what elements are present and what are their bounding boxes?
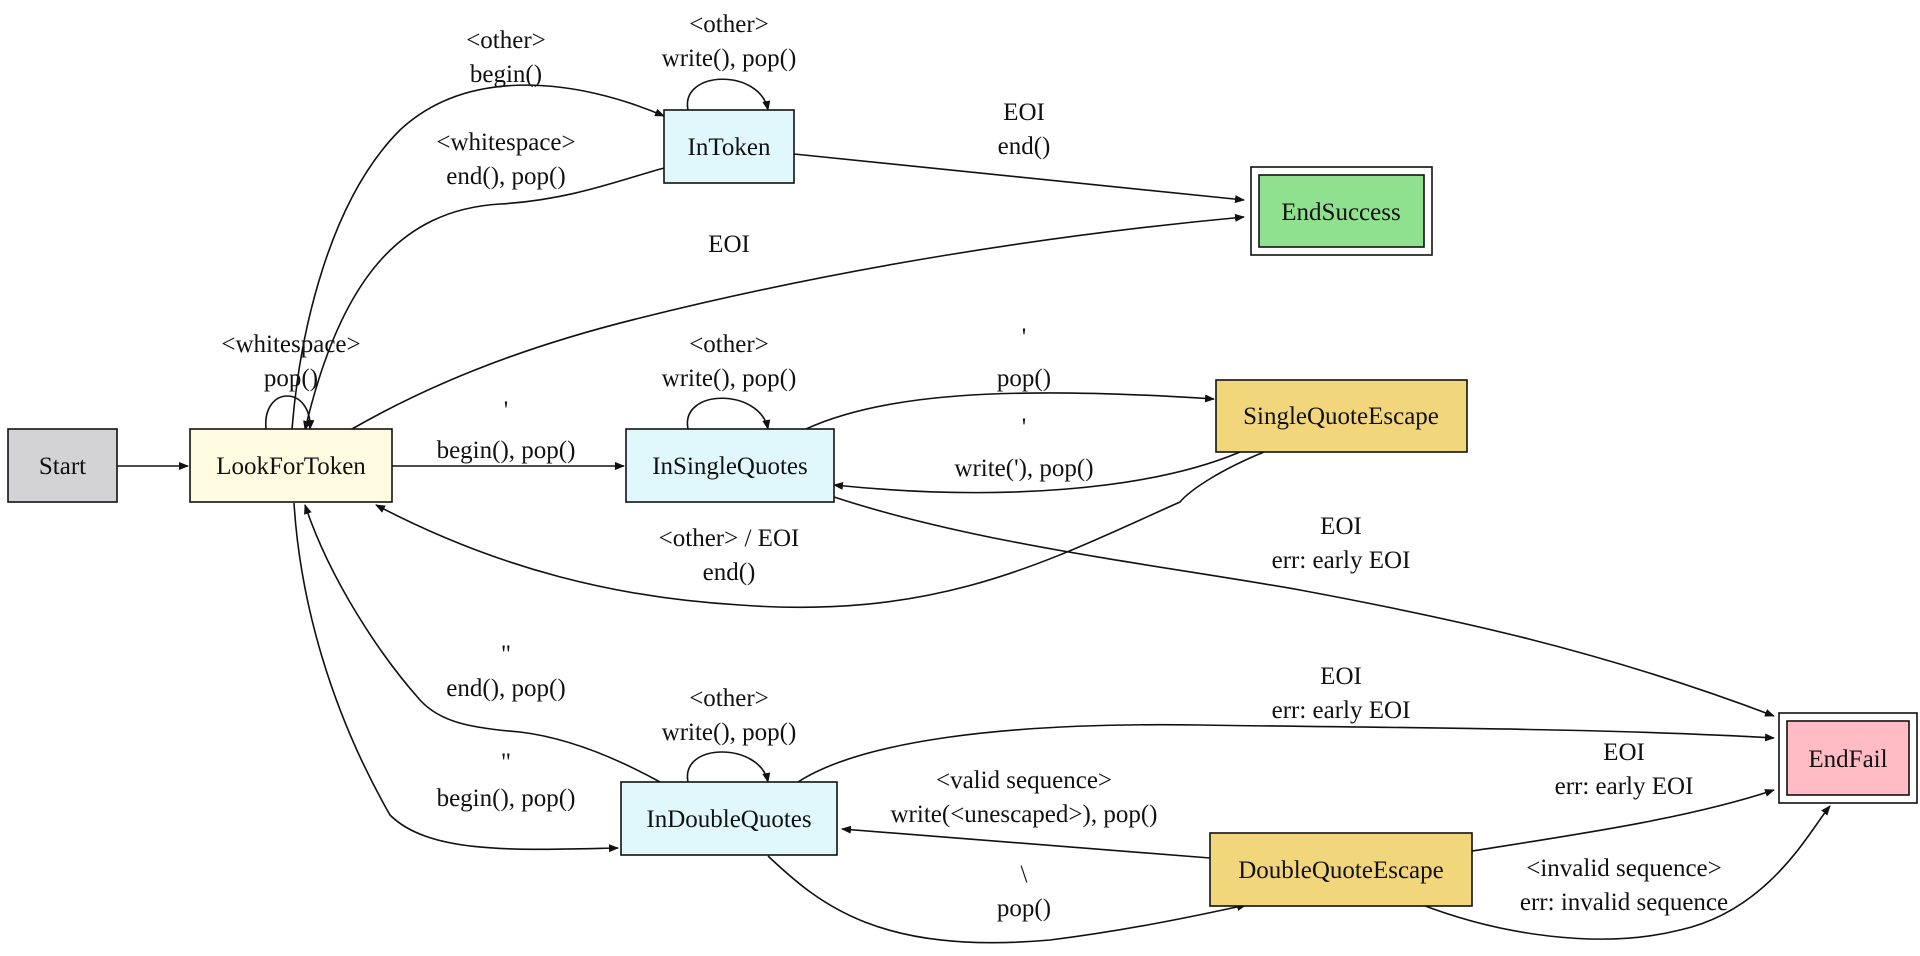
- node-insinglequotes-label: InSingleQuotes: [652, 453, 808, 480]
- node-lookfortoken-box: [189, 428, 393, 503]
- edge-doublequoteescape-to-endfail-invalid: [1419, 805, 1831, 940]
- label-dqesc-endfail-eoi-line2: err: early EOI: [1555, 773, 1694, 800]
- node-intoken-box: [663, 109, 795, 184]
- node-lookfortoken-label: LookForToken: [216, 453, 366, 480]
- label-lookfortoken-insinglequotes-line1: ': [504, 397, 509, 424]
- edge-lookfortoken-to-intoken: [291, 84, 665, 430]
- node-endsuccess-box: [1258, 174, 1425, 248]
- label-intoken-endsuccess-line2: end(): [998, 133, 1051, 160]
- node-endfail-label: EndFail: [1808, 746, 1887, 773]
- edge-labels: <other> begin() <other> write(), pop() <…: [221, 11, 1728, 922]
- label-indoublequotes-lookfortoken-line1: ": [501, 641, 511, 668]
- node-endsuccess-label: EndSuccess: [1281, 199, 1400, 226]
- edge-singlequoteescape-to-insinglequotes: [833, 451, 1241, 494]
- label-indoublequotes-dqesc-line1: \: [1021, 861, 1028, 888]
- node-indoublequotes-label: InDoubleQuotes: [646, 806, 811, 833]
- label-lookfortoken-insinglequotes-line2: begin(), pop(): [437, 437, 576, 464]
- label-lookfortoken-self-line1: <whitespace>: [221, 331, 360, 358]
- node-intoken-label: InToken: [688, 134, 771, 161]
- label-dqesc-indoublequotes-line1: <valid sequence>: [936, 767, 1112, 794]
- edge-indoublequotes-to-doublequoteescape: [767, 855, 1247, 944]
- edge-insinglequotes-self-loop: [686, 397, 771, 430]
- label-intoken-lookfortoken-line2: end(), pop(): [446, 163, 565, 190]
- label-insinglequotes-endfail-line2: err: early EOI: [1272, 547, 1411, 574]
- label-indoublequotes-lookfortoken-line2: end(), pop(): [446, 675, 565, 702]
- edge-intoken-to-lookfortoken: [303, 167, 665, 431]
- node-doublequoteescape[interactable]: DoubleQuoteEscape: [1209, 832, 1473, 907]
- edge-intoken-to-endsuccess: [793, 153, 1245, 204]
- edge-singlequoteescape-to-lookfortoken: [375, 451, 1265, 609]
- label-indoublequotes-self-line1: <other>: [689, 685, 769, 712]
- label-indoublequotes-self-line2: write(), pop(): [662, 719, 797, 746]
- label-singlequoteescape-insinglequotes-line1: ': [1022, 414, 1027, 441]
- label-dqesc-endfail-invalid-line2: err: invalid sequence: [1520, 889, 1728, 916]
- label-dqesc-indoublequotes-line2: write(<unescaped>), pop(): [891, 801, 1158, 828]
- label-indoublequotes-endfail-line2: err: early EOI: [1272, 697, 1411, 724]
- node-start[interactable]: Start: [7, 428, 118, 503]
- label-dqesc-endfail-eoi-line1: EOI: [1603, 739, 1645, 766]
- label-singlequoteescape-insinglequotes-line2: write('), pop(): [954, 455, 1093, 482]
- edge-intoken-self-loop: [686, 78, 771, 111]
- label-intoken-endsuccess-line1: EOI: [1003, 99, 1045, 126]
- edge-insinglequotes-to-singlequoteescape: [805, 392, 1215, 430]
- node-singlequoteescape-label: SingleQuoteEscape: [1243, 403, 1439, 430]
- node-indoublequotes-box: [620, 781, 838, 856]
- label-insinglequotes-singlequoteescape-line2: pop(): [997, 365, 1051, 392]
- label-insinglequotes-self-line1: <other>: [689, 331, 769, 358]
- node-intoken[interactable]: InToken: [663, 109, 795, 184]
- node-endfail-box: [1786, 720, 1910, 796]
- label-lookfortoken-intoken-line2: begin(): [470, 61, 542, 88]
- node-lookfortoken[interactable]: LookForToken: [189, 428, 393, 503]
- node-singlequoteescape[interactable]: SingleQuoteEscape: [1215, 379, 1468, 453]
- nodes: Start LookForToken InToken InSingleQuote…: [7, 109, 1918, 907]
- edge-indoublequotes-self-loop: [686, 751, 771, 783]
- node-indoublequotes[interactable]: InDoubleQuotes: [620, 781, 838, 856]
- label-lookfortoken-intoken-line1: <other>: [466, 27, 546, 54]
- label-indoublequotes-dqesc-line2: pop(): [997, 895, 1051, 922]
- edges: [117, 78, 1831, 944]
- edge-lookfortoken-to-indoublequotes: [293, 502, 619, 853]
- label-singlequoteescape-lookfortoken-line1: <other> / EOI: [659, 525, 800, 552]
- node-insinglequotes-box: [625, 428, 835, 503]
- label-lookfortoken-indoublequotes-line1: ": [501, 749, 511, 776]
- label-insinglequotes-endfail-line1: EOI: [1320, 513, 1362, 540]
- node-start-box: [7, 428, 118, 503]
- edge-lookfortoken-to-endsuccess: [351, 213, 1245, 430]
- label-dqesc-endfail-invalid-line1: <invalid sequence>: [1526, 855, 1722, 882]
- label-intoken-lookfortoken-line1: <whitespace>: [436, 129, 575, 156]
- node-start-label: Start: [39, 453, 86, 480]
- label-indoublequotes-endfail-line1: EOI: [1320, 663, 1362, 690]
- edge-insinglequotes-to-endfail: [833, 496, 1775, 717]
- node-doublequoteescape-label: DoubleQuoteEscape: [1238, 857, 1443, 884]
- label-insinglequotes-self-line2: write(), pop(): [662, 365, 797, 392]
- label-insinglequotes-singlequoteescape-line1: ': [1022, 324, 1027, 351]
- node-insinglequotes[interactable]: InSingleQuotes: [625, 428, 835, 503]
- node-doublequoteescape-box: [1209, 832, 1473, 907]
- edge-doublequoteescape-to-endfail: [1471, 789, 1775, 852]
- label-intoken-self-line2: write(), pop(): [662, 45, 797, 72]
- label-intoken-self-line1: <other>: [689, 11, 769, 38]
- edge-indoublequotes-to-lookfortoken: [304, 504, 661, 783]
- edge-indoublequotes-to-endfail: [797, 723, 1775, 783]
- label-lookfortoken-endsuccess: EOI: [708, 231, 750, 258]
- edge-lookfortoken-self-loop: [265, 395, 315, 430]
- node-endfail[interactable]: EndFail: [1778, 712, 1918, 804]
- label-lookfortoken-self-line2: pop(): [264, 365, 318, 392]
- label-singlequoteescape-lookfortoken-line2: end(): [703, 559, 756, 586]
- edge-doublequoteescape-to-indoublequotes: [841, 825, 1211, 859]
- label-lookfortoken-indoublequotes-line2: begin(), pop(): [437, 785, 576, 812]
- node-singlequoteescape-box: [1215, 379, 1468, 453]
- node-endsuccess[interactable]: EndSuccess: [1250, 166, 1433, 256]
